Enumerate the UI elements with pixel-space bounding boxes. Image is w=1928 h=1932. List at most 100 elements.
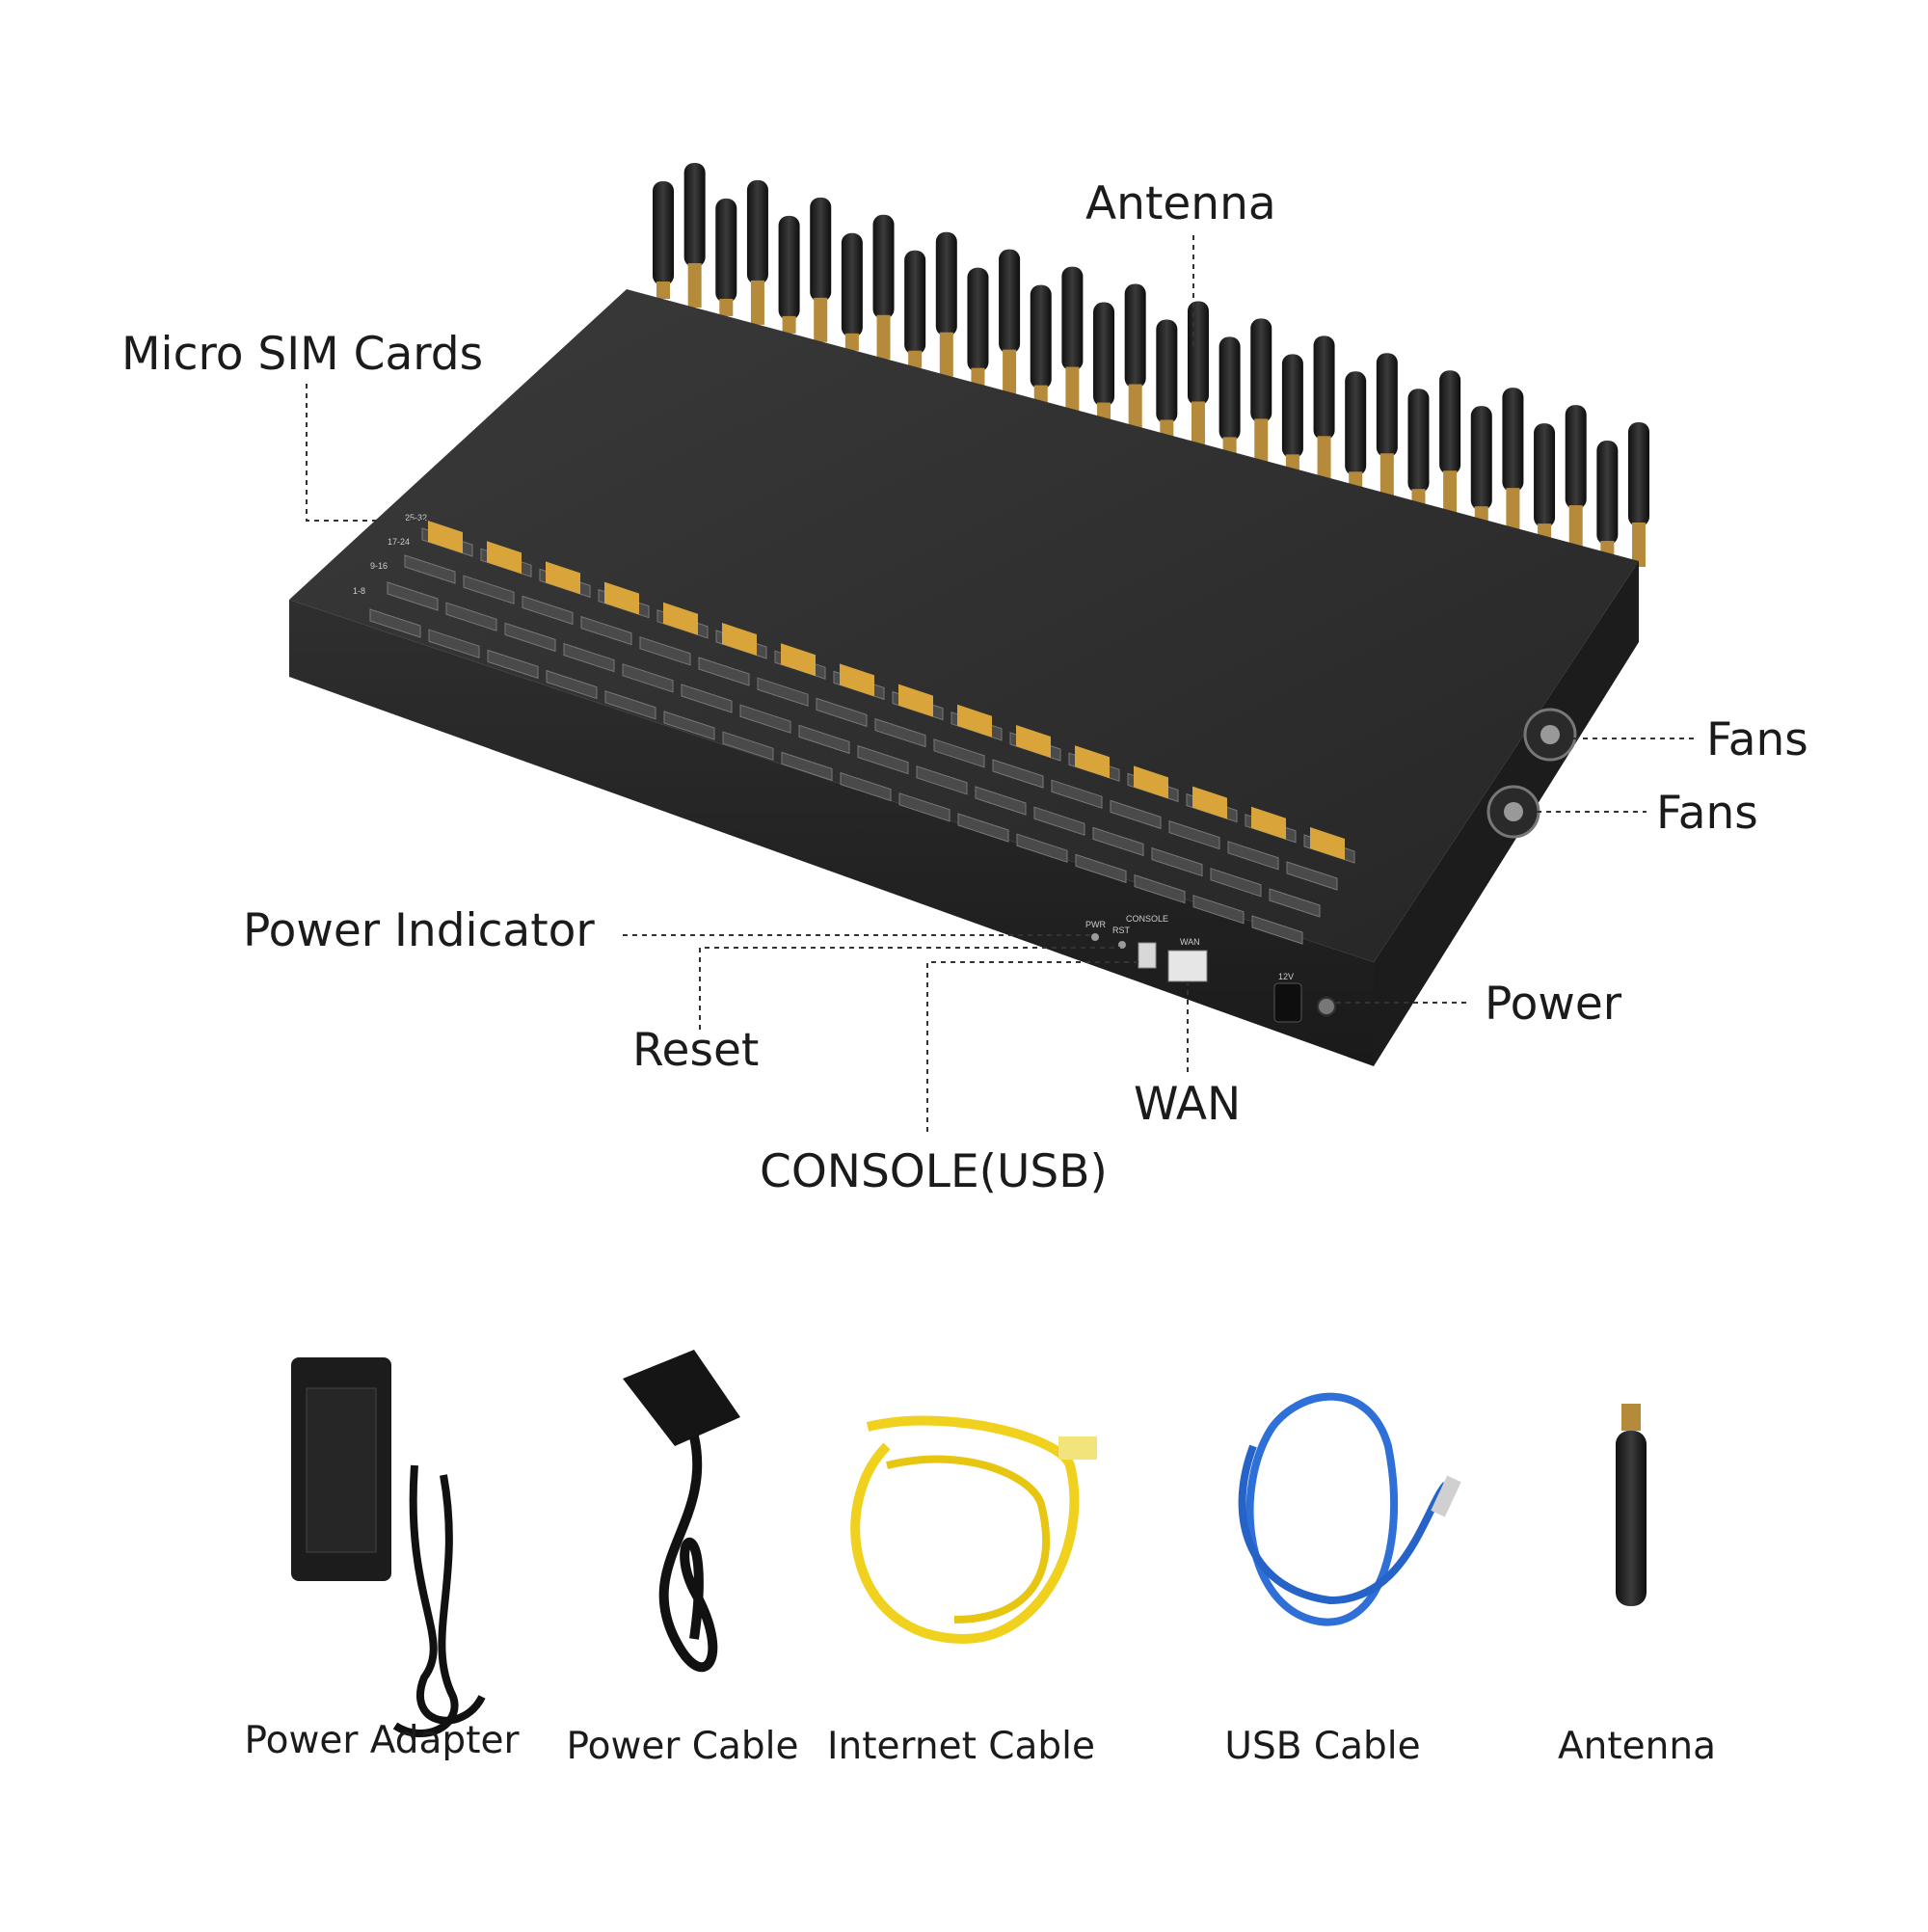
- antenna-row: [653, 162, 1649, 567]
- sim-card-icon: [1016, 725, 1051, 758]
- sim-slot: [1075, 853, 1127, 884]
- sim-slot: [698, 657, 750, 686]
- sim-card-icon: [957, 704, 992, 738]
- dc-power-jack: [1273, 982, 1302, 1023]
- gateway-device: PWR RST CONSOLE WAN 12V 25-32 17-24 9-16…: [289, 289, 1639, 1066]
- sim-card-icon: [604, 581, 639, 615]
- antenna-callout: Antenna: [1085, 177, 1276, 230]
- antenna-icon: [1218, 336, 1241, 455]
- dc-panel-label: 12V: [1278, 972, 1294, 981]
- sim-slot: [722, 731, 774, 761]
- sim-slot: [916, 765, 968, 795]
- sim-leader: [306, 384, 453, 522]
- power-cable-illustration: [623, 1350, 740, 1673]
- sim-card-icon: [1075, 745, 1110, 779]
- antenna-icon: [841, 232, 863, 351]
- sim-slot: [504, 622, 556, 653]
- reset-leader: [699, 947, 1120, 1030]
- antenna-icon: [1061, 266, 1084, 412]
- wan-callout: WAN: [1134, 1078, 1242, 1131]
- sim-slot: [369, 608, 421, 638]
- device-front-panel: [289, 600, 1374, 1066]
- antenna-icon: [1187, 301, 1209, 446]
- usb-cable-illustration: [1238, 1392, 1461, 1626]
- sim-slot: [387, 581, 439, 611]
- fan-lower: [1486, 785, 1540, 839]
- port-area: PWR RST CONSOLE WAN 12V 25-32 17-24 9-16…: [353, 513, 1336, 1023]
- sim-slot: [857, 744, 909, 775]
- antenna-icon: [1502, 388, 1524, 533]
- fans-upper-callout: Fans: [1706, 713, 1808, 766]
- sim-slot: [739, 704, 791, 734]
- sim-slot: [1286, 861, 1338, 891]
- antenna-icon: [1156, 319, 1178, 438]
- antenna-icon: [904, 250, 926, 368]
- sim-card-icon: [898, 684, 933, 717]
- row-label-9-16: 9-16: [370, 561, 388, 571]
- sim-slot: [1251, 915, 1303, 945]
- antenna-accessory-label: Antenna: [1557, 1725, 1717, 1768]
- sim-slot: [1192, 895, 1245, 925]
- antenna-icon: [935, 231, 957, 377]
- sim-slot: [622, 663, 674, 693]
- sim-card-icon: [1134, 765, 1168, 799]
- sim-slot: [816, 697, 868, 728]
- antenna-icon: [1534, 423, 1556, 542]
- power-indicator-led: [1091, 933, 1099, 941]
- sim-card-icon: [840, 663, 874, 697]
- sim-slot: [1269, 888, 1321, 918]
- sim-card-icon: [487, 541, 522, 575]
- row-label-1-8: 1-8: [353, 586, 365, 596]
- power-cable-label: Power Cable: [566, 1725, 799, 1768]
- rst-panel-label: RST: [1112, 926, 1131, 935]
- sim-slot: [604, 690, 656, 720]
- sim-slot: [580, 615, 632, 646]
- sim-slot: [1168, 819, 1220, 850]
- row-label-25-32: 25-32: [405, 513, 427, 523]
- sim-card-icon: [1192, 786, 1227, 819]
- device-top-surface: [289, 289, 1639, 962]
- antenna-icon: [1470, 406, 1492, 524]
- row-label-17-24: 17-24: [388, 537, 410, 547]
- sim-slot: [639, 636, 691, 666]
- sim-card-icon: [1310, 827, 1345, 860]
- wan-port: [1167, 950, 1208, 982]
- sim-slot: [975, 786, 1027, 816]
- sim-slot: [1092, 826, 1144, 857]
- power-indicator-callout: Power Indicator: [243, 904, 595, 957]
- sim-slot: [404, 554, 456, 584]
- antenna-icon: [746, 179, 768, 325]
- sim-slot: [1033, 806, 1085, 836]
- sim-slot: [957, 813, 1009, 843]
- usb-cable-label: USB Cable: [1224, 1725, 1421, 1768]
- power-callout: Power: [1485, 978, 1622, 1031]
- sim-slot: [445, 602, 497, 631]
- antenna-icon: [1250, 318, 1272, 464]
- antenna-icon: [1313, 335, 1335, 481]
- sim-slot: [992, 759, 1044, 789]
- antenna-icon: [999, 249, 1021, 394]
- antenna-icon: [1281, 354, 1303, 472]
- console-usb-port: [1138, 942, 1157, 969]
- antenna-icon: [1345, 371, 1367, 490]
- reset-callout: Reset: [632, 1024, 760, 1077]
- sim-slot: [874, 717, 926, 748]
- antenna-icon: [1407, 389, 1430, 507]
- wan-panel-label: WAN: [1180, 937, 1200, 947]
- antenna-icon: [967, 267, 989, 386]
- antenna-icon: [683, 162, 706, 308]
- sim-slot-grid: [369, 521, 1355, 945]
- sim-slot: [1227, 841, 1279, 871]
- antenna-icon: [1376, 353, 1398, 498]
- sim-card-icon: [1251, 806, 1286, 840]
- antenna-icon: [1596, 441, 1619, 559]
- sim-slot: [1134, 873, 1186, 904]
- sim-slot: [663, 711, 715, 740]
- slot-row-labels: 25-32 17-24 9-16 1-8: [353, 513, 427, 596]
- sim-card-icon: [428, 521, 463, 553]
- console-usb-callout: CONSOLE(USB): [760, 1145, 1108, 1198]
- antenna-icon: [1565, 405, 1587, 550]
- sim-card-icon: [546, 561, 580, 595]
